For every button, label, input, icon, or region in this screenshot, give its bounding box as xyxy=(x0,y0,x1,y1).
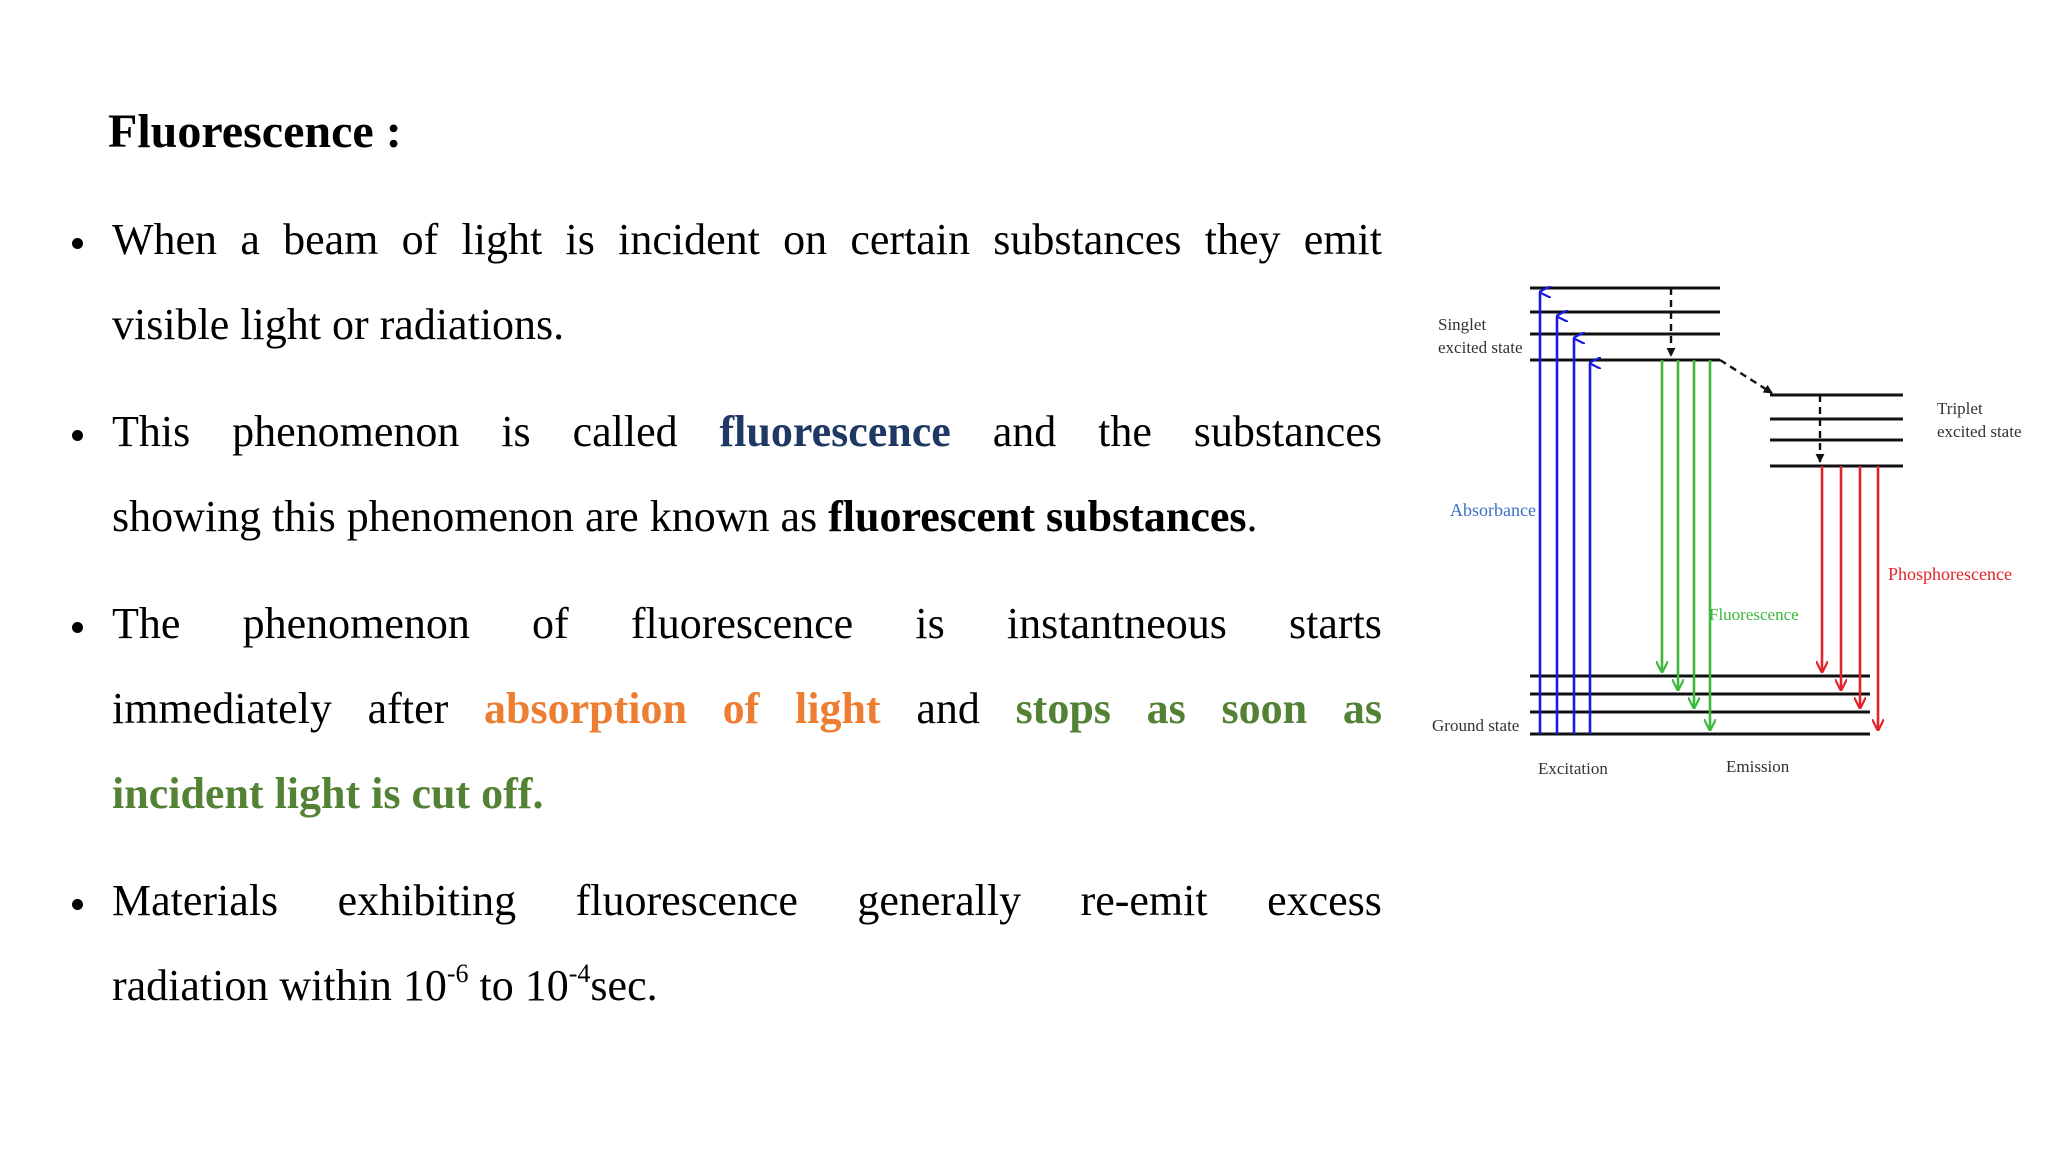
triplet-levels xyxy=(1770,393,1903,468)
word: the xyxy=(1098,407,1152,456)
word: fluorescence xyxy=(575,876,798,925)
label-triplet-1: Triplet xyxy=(1937,399,1983,418)
exponent: -6 xyxy=(446,959,469,988)
word: and xyxy=(916,684,980,733)
absorbance-arrows xyxy=(1538,292,1590,734)
text-run: showing this phenomenon are known as xyxy=(112,492,829,541)
exponent: -4 xyxy=(568,959,591,988)
bullet-1-line-1: When a beam of light is incident on cert… xyxy=(112,212,1382,268)
text-run: radiation within 10 xyxy=(112,961,447,1010)
bullet-1-line-2: visible light or radiations. xyxy=(112,300,565,349)
word: exhibiting xyxy=(337,876,517,925)
bullet-3-line-1: The phenomenon of fluorescence is instan… xyxy=(112,596,1382,652)
word: they xyxy=(1204,215,1281,264)
highlight-stops: as xyxy=(1146,684,1186,733)
label-ground-state: Ground state xyxy=(1432,716,1519,735)
text-run: . xyxy=(1246,492,1258,541)
word: is xyxy=(915,599,945,648)
bullet-2-line-2: showing this phenomenon are known as flu… xyxy=(112,489,1382,545)
highlight-absorption: of xyxy=(722,684,760,733)
label-fluorescence: Fluorescence xyxy=(1709,605,1799,624)
highlight-fluorescent-substances: fluorescent substances xyxy=(828,492,1247,541)
word: of xyxy=(532,599,569,648)
highlight-fluorescence: fluorescence xyxy=(719,407,951,456)
word: starts xyxy=(1289,599,1382,648)
highlight-absorption: absorption xyxy=(483,684,687,733)
word: of xyxy=(401,215,439,264)
word: substances xyxy=(993,215,1182,264)
jablonski-svg: Singlet excited state Triplet excited st… xyxy=(1432,272,2022,778)
highlight-absorption: light xyxy=(795,684,881,733)
bullet-4-line-1: Materials exhibiting fluorescence genera… xyxy=(112,873,1382,929)
jablonski-diagram: Singlet excited state Triplet excited st… xyxy=(1420,272,2040,797)
label-singlet-2: excited state xyxy=(1438,338,1523,357)
ground-state-levels xyxy=(1530,674,1870,736)
label-triplet-2: excited state xyxy=(1937,422,2022,441)
label-absorbance: Absorbance xyxy=(1450,500,1536,520)
word: beam xyxy=(283,215,379,264)
word: Materials xyxy=(112,876,279,925)
bullet-dot xyxy=(72,899,83,910)
singlet-levels xyxy=(1530,286,1720,362)
bullet-dot xyxy=(72,622,83,633)
word: immediately xyxy=(112,684,332,733)
bullet-dot xyxy=(72,430,83,441)
word: is xyxy=(501,407,531,456)
label-singlet-1: Singlet xyxy=(1438,315,1486,334)
word: a xyxy=(240,215,260,264)
slide-title: Fluorescence : xyxy=(108,105,402,158)
word: emit xyxy=(1303,215,1382,264)
word: excess xyxy=(1267,876,1382,925)
word: phenomenon xyxy=(242,599,470,648)
word: called xyxy=(572,407,678,456)
word: is xyxy=(565,215,595,264)
word: on xyxy=(783,215,828,264)
highlight-stops: as xyxy=(1342,684,1382,733)
bullet-4-line-2: radiation within 10-6 to 10-4sec. xyxy=(112,958,1382,1014)
word: light xyxy=(461,215,543,264)
word: This xyxy=(112,407,191,456)
highlight-stops: soon xyxy=(1221,684,1308,733)
highlight-stops: stops xyxy=(1015,684,1111,733)
word: When xyxy=(112,215,218,264)
bullet-3-line-3: incident light is cut off. xyxy=(112,769,544,818)
relaxation-arrows xyxy=(1666,288,1825,463)
text-run: to 10 xyxy=(468,961,569,1010)
fluorescence-arrows xyxy=(1662,360,1710,730)
word: phenomenon xyxy=(232,407,460,456)
word: fluorescence xyxy=(630,599,854,648)
label-excitation: Excitation xyxy=(1538,759,1608,778)
word: and xyxy=(992,407,1057,456)
word: generally xyxy=(857,876,1022,925)
label-emission: Emission xyxy=(1726,757,1790,776)
bullet-dot xyxy=(72,238,83,249)
word: The xyxy=(112,599,181,648)
word: after xyxy=(367,684,449,733)
word: incident xyxy=(618,215,760,264)
word: certain xyxy=(850,215,971,264)
label-phosphorescence: Phosphorescence xyxy=(1888,564,2012,584)
bullet-2-line-1: This phenomenon is called fluorescence a… xyxy=(112,404,1382,460)
word: substances xyxy=(1193,407,1382,456)
bullet-3-line-2: immediately after absorption of light an… xyxy=(112,681,1382,737)
phosphorescence-arrows xyxy=(1822,466,1878,730)
text-run: sec. xyxy=(590,961,658,1010)
word: re-emit xyxy=(1080,876,1208,925)
word: instantneous xyxy=(1006,599,1227,648)
